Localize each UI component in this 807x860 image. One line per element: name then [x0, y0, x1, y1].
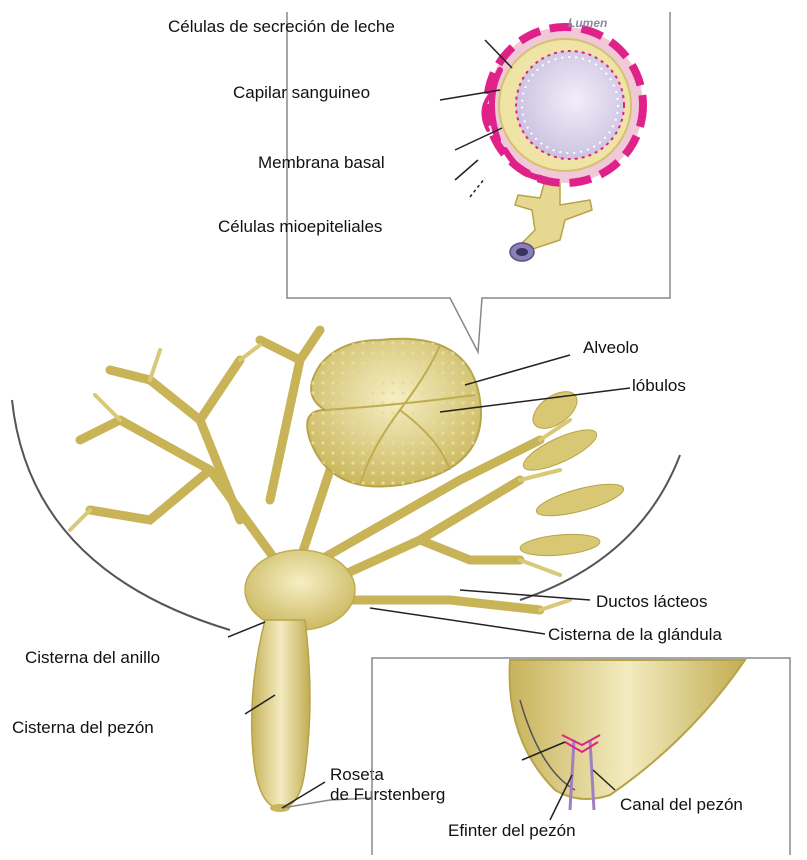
alveolus-cross-section [307, 339, 481, 487]
teat [252, 620, 310, 812]
label-lumen: Lumen [568, 16, 607, 30]
alveolus-detail [483, 27, 643, 183]
label-annular-cistern: Cisterna del anillo [25, 648, 160, 667]
lobule-blobs [519, 384, 627, 558]
label-milk-ducts: Ductos lácteos [596, 592, 708, 611]
label-rosette-line2: de Furstenberg [330, 785, 445, 804]
label-teat-canal: Canal del pezón [620, 795, 743, 814]
label-lobules: lóbulos [632, 376, 686, 395]
bottom-inset: Canal del pezón Efinter del pezón [372, 658, 790, 855]
top-inset: Células de secreción de leche Lumen Capi… [168, 12, 670, 352]
teat-tip-detail [510, 660, 745, 799]
lumen-area [516, 51, 624, 159]
label-basal-membrane: Membrana basal [258, 153, 385, 172]
label-gland-cistern: Cisterna de la glándula [548, 625, 722, 644]
label-alveolus: Alveolo [583, 338, 639, 357]
label-teat-cistern: Cisterna del pezón [12, 718, 154, 737]
gland-cistern [245, 550, 355, 630]
label-blood-capillary: Capilar sanguineo [233, 83, 370, 102]
label-secretory-cells: Células de secreción de leche [168, 17, 395, 36]
label-rosette-line1: Roseta [330, 765, 384, 784]
label-teat-sphincter: Efinter del pezón [448, 821, 576, 840]
label-myoepithelial-cells: Células mioepiteliales [218, 217, 382, 236]
